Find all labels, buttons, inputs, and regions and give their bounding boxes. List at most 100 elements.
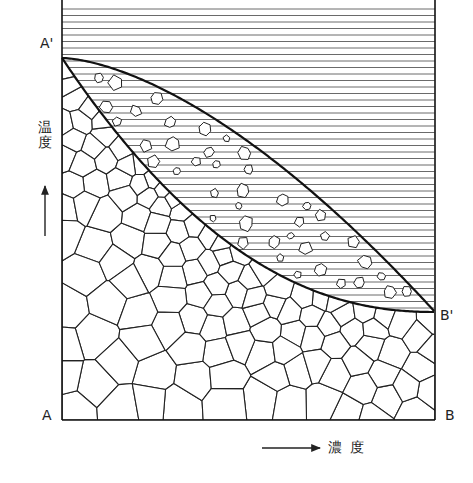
frame-line <box>434 0 436 420</box>
solidus-curve <box>62 58 434 312</box>
crystal <box>320 232 329 241</box>
grain <box>230 0 426 266</box>
grain <box>116 154 136 177</box>
grain <box>174 361 211 400</box>
crystal <box>244 165 253 174</box>
crystal <box>211 188 219 197</box>
crystal <box>240 216 253 232</box>
grain <box>154 0 363 197</box>
crystal <box>213 161 220 168</box>
grain <box>97 384 139 420</box>
crystal <box>140 140 152 152</box>
axis-arrow <box>44 186 45 236</box>
grain <box>218 261 245 284</box>
grain <box>343 373 378 405</box>
grain <box>109 263 148 298</box>
crystal <box>336 279 345 288</box>
frame-line <box>62 419 435 421</box>
hatch-line <box>62 67 435 68</box>
grain <box>209 360 250 388</box>
grain <box>210 78 327 251</box>
hatch-line <box>62 28 435 29</box>
crystal <box>173 168 180 175</box>
solid-grains <box>62 0 435 420</box>
grain <box>242 286 266 308</box>
grain <box>204 294 233 317</box>
grain <box>363 318 390 339</box>
crystal <box>191 158 200 166</box>
axis-arrow <box>262 447 320 448</box>
crystal <box>357 255 371 268</box>
point-label: B' <box>440 308 453 323</box>
crystal <box>223 135 230 142</box>
point-label: B <box>445 408 455 423</box>
grain <box>62 361 83 395</box>
hatch-line <box>62 93 435 94</box>
grain <box>249 119 366 286</box>
grain <box>73 191 100 226</box>
grain <box>133 0 343 175</box>
crystal <box>95 73 104 83</box>
crystal <box>236 202 242 209</box>
grain <box>277 297 302 325</box>
crystal <box>294 217 303 227</box>
grain <box>353 60 435 323</box>
grain <box>202 389 247 420</box>
grain <box>130 174 149 195</box>
frame-line <box>61 0 63 420</box>
crystal <box>303 202 311 209</box>
crystal <box>315 209 325 220</box>
grain <box>417 375 435 410</box>
axis-label: 濃度 <box>328 440 372 455</box>
crystal <box>151 93 163 105</box>
crystal <box>210 215 216 221</box>
hatch-line <box>62 41 435 42</box>
grain <box>417 334 435 363</box>
grain <box>117 293 157 330</box>
crystal <box>314 264 326 276</box>
grain <box>374 86 432 330</box>
grain <box>62 0 208 79</box>
grain <box>251 362 290 392</box>
point-label: A <box>42 408 52 423</box>
grain <box>62 391 98 420</box>
crystal <box>294 271 301 278</box>
axis-label: 温度 <box>38 120 52 151</box>
grain <box>92 0 287 129</box>
grain <box>94 147 117 174</box>
grain <box>300 326 324 352</box>
grain <box>326 0 435 312</box>
grain <box>342 346 374 376</box>
grain <box>312 128 362 311</box>
crystal <box>377 273 385 280</box>
grain <box>109 101 170 161</box>
grain <box>290 227 318 308</box>
hatch-line <box>62 15 435 16</box>
grain <box>144 122 211 189</box>
grain <box>166 332 206 365</box>
grain <box>273 336 303 365</box>
grain <box>69 150 97 177</box>
liquid-hatching <box>62 9 435 315</box>
crystal <box>130 105 141 116</box>
grain <box>165 0 391 209</box>
crystal <box>402 287 411 297</box>
crystal <box>108 75 122 91</box>
hatch-line <box>62 74 435 75</box>
hatch-line <box>62 106 435 107</box>
grain <box>62 327 85 361</box>
hatch-line <box>62 54 435 55</box>
crystal <box>238 238 248 250</box>
grain <box>198 129 281 249</box>
crystal <box>276 194 288 206</box>
liquidus-curve <box>62 58 434 311</box>
crystal <box>99 101 112 112</box>
hatch-line <box>62 35 435 36</box>
grain <box>62 220 85 261</box>
grain <box>184 181 232 238</box>
crystal <box>148 155 160 168</box>
crystal <box>164 116 175 127</box>
hatch-line <box>62 9 435 10</box>
crystal <box>299 242 313 254</box>
